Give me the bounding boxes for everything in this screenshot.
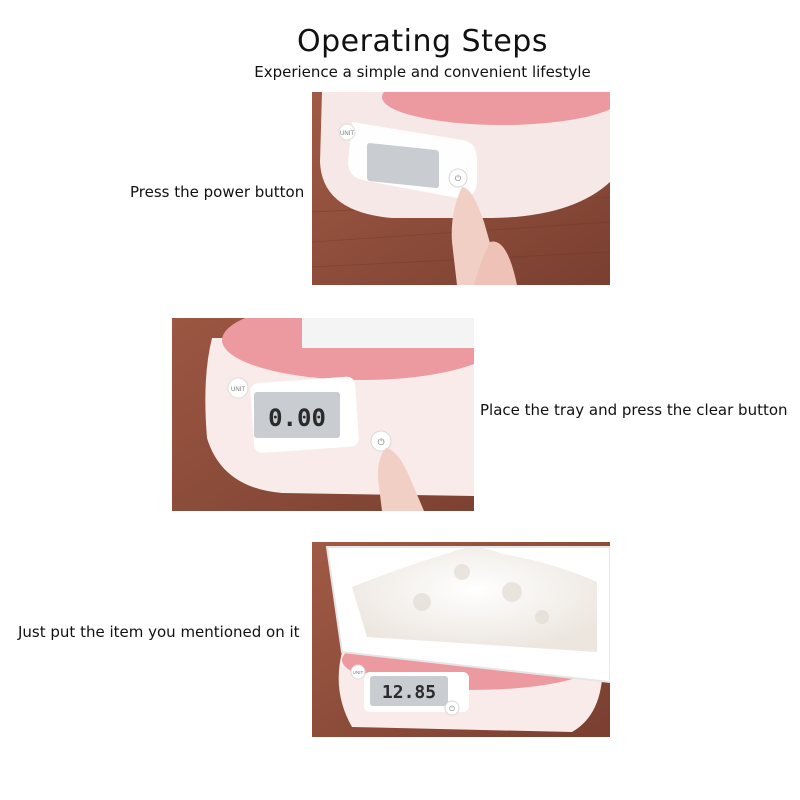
step-3-photo: 12.85 UNIT ⏻ xyxy=(312,542,610,737)
page-subtitle: Experience a simple and convenient lifes… xyxy=(254,63,591,81)
step-3-lcd-value: 12.85 xyxy=(382,682,436,703)
step-2-lcd-value: 0.00 xyxy=(268,404,326,432)
step-3-unit-label: UNIT xyxy=(353,670,364,675)
step-1-photo: UNIT ⏻ xyxy=(312,92,610,285)
step-3-caption: Just put the item you mentioned on it xyxy=(18,623,300,641)
step-2-unit-label: UNIT xyxy=(231,387,245,393)
page-title: Operating Steps xyxy=(297,24,548,59)
step-1-unit-label: UNIT xyxy=(340,131,354,137)
step-1-caption: Press the power button xyxy=(130,183,305,201)
svg-text:⏻: ⏻ xyxy=(455,174,462,183)
svg-text:⏻: ⏻ xyxy=(377,437,384,447)
svg-text:⏻: ⏻ xyxy=(449,705,455,713)
step-2-photo: 0.00 UNIT ⏻ xyxy=(172,318,474,511)
step-2-caption: Place the tray and press the clear butto… xyxy=(480,401,788,419)
